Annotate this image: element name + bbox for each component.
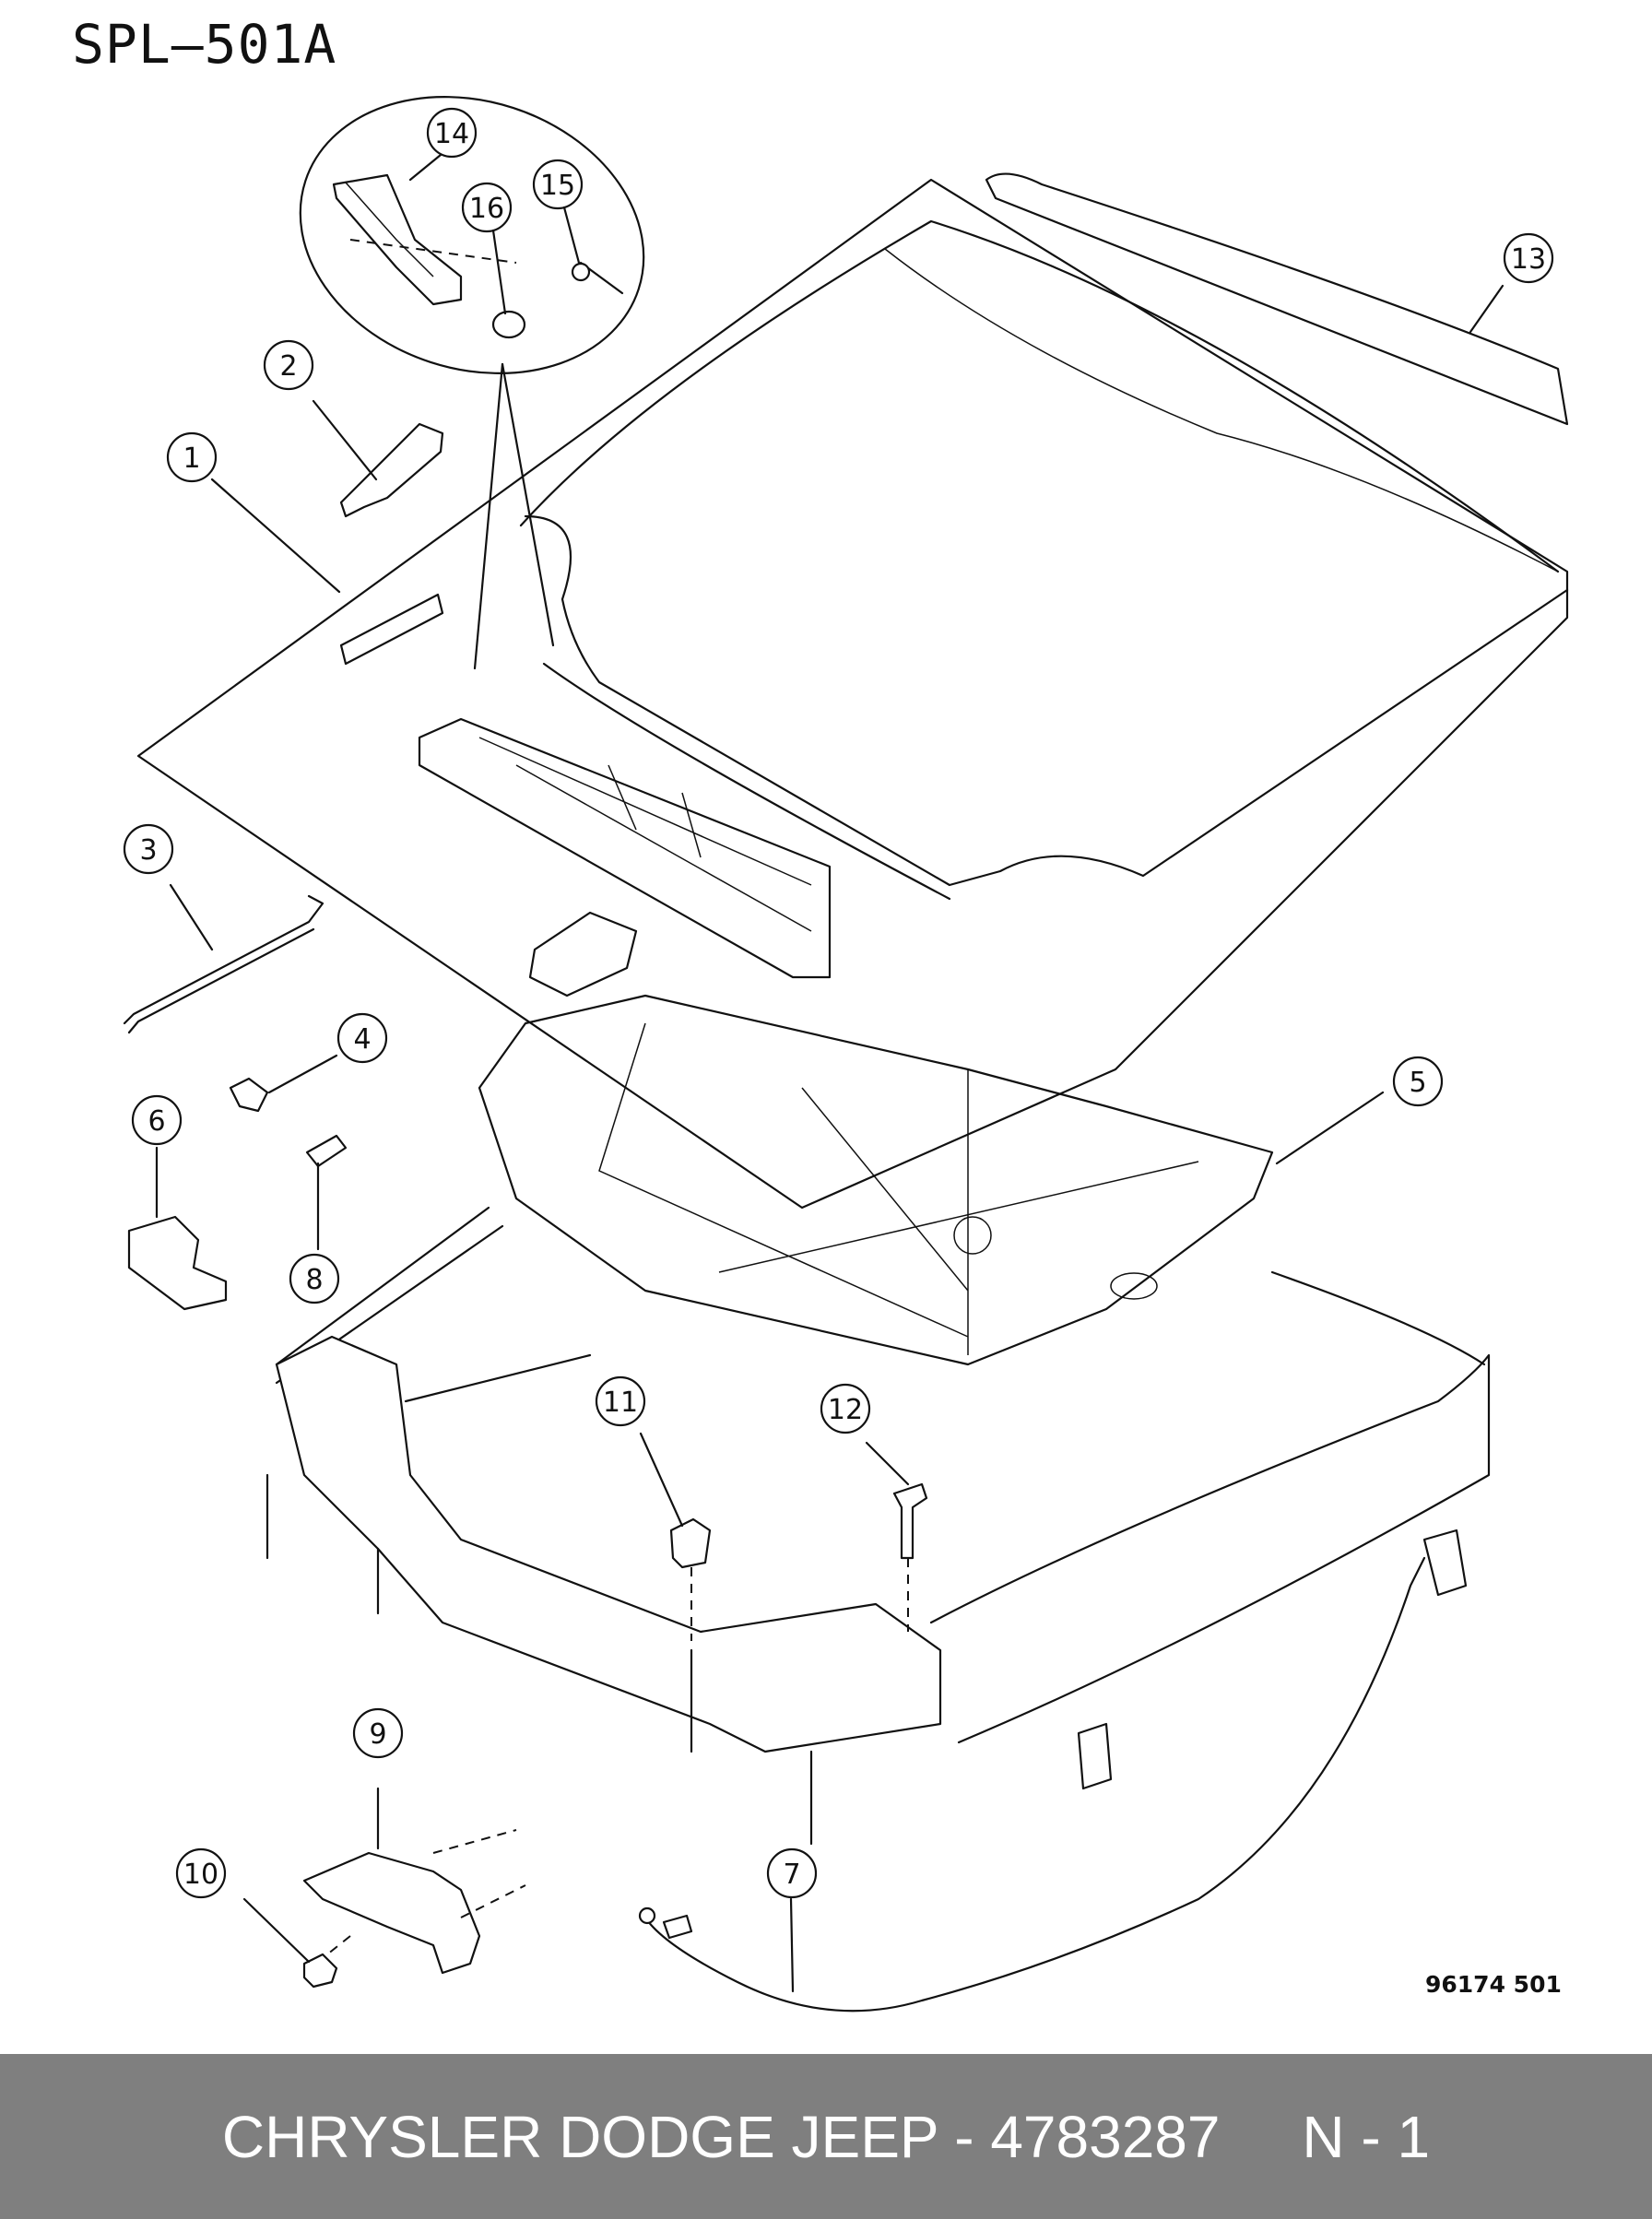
- svg-text:11: 11: [603, 1387, 638, 1419]
- pad-6: [127, 1146, 228, 1311]
- svg-text:6: 6: [148, 1105, 165, 1138]
- hood-panel: [136, 178, 1569, 1210]
- svg-text:5: 5: [1409, 1067, 1426, 1099]
- bumper-4: [229, 1054, 338, 1113]
- svg-text:10: 10: [183, 1859, 218, 1891]
- weatherstrip: [985, 172, 1569, 426]
- callout-7: 7: [766, 1847, 818, 1899]
- svg-text:13: 13: [1511, 243, 1546, 276]
- svg-text:3: 3: [139, 834, 157, 867]
- svg-text:1: 1: [183, 443, 200, 475]
- svg-text:2: 2: [279, 350, 297, 383]
- front-end-structure: [266, 1206, 1491, 1846]
- svg-text:14: 14: [434, 118, 469, 150]
- footer-caption: CHRYSLER DODGE JEEP - 4783287 N - 1: [221, 2103, 1431, 2170]
- callout-15: 15: [532, 159, 584, 210]
- callout-6: 6: [131, 1094, 183, 1146]
- svg-text:16: 16: [469, 193, 504, 225]
- prop-rod: [123, 883, 324, 1034]
- callout-2: 2: [263, 339, 314, 391]
- svg-text:7: 7: [783, 1859, 800, 1891]
- callout-16: 16: [461, 182, 513, 233]
- svg-text:8: 8: [305, 1264, 323, 1296]
- leader-1: [210, 478, 341, 594]
- callout-8: 8: [289, 1253, 340, 1304]
- callout-11: 11: [595, 1375, 646, 1427]
- footer-bar: CHRYSLER DODGE JEEP - 4783287 N - 1: [0, 2054, 1652, 2219]
- hood-latch: [242, 1787, 526, 1989]
- svg-text:4: 4: [353, 1023, 371, 1056]
- release-cable: [638, 1556, 1426, 2012]
- callout-5: 5: [1392, 1056, 1444, 1107]
- callout-4: 4: [336, 1012, 388, 1064]
- callout-14: 14: [426, 107, 478, 159]
- hood-hinge: [312, 399, 444, 518]
- callout-3: 3: [123, 823, 174, 875]
- bumper-11: [639, 1432, 712, 1641]
- detail-oval: [299, 96, 645, 374]
- callout-9: 9: [352, 1707, 404, 1759]
- callout-10: 10: [175, 1847, 227, 1899]
- screw-12: [865, 1441, 928, 1632]
- hood-parts-diagram: 1 2 3 4 5 6 7 8 9 10 11 12 13 14 15 16: [123, 96, 1569, 2012]
- diagram-title: SPL–501A: [72, 13, 337, 76]
- callout-circles: 1 2 3 4 5 6 7 8 9 10 11 12 13 14 15 16: [123, 107, 1554, 1899]
- drawing-number: 96174 501: [1425, 1971, 1562, 1998]
- hood-insulator: [478, 994, 1385, 1366]
- callout-13: 13: [1503, 232, 1554, 284]
- callout-12: 12: [820, 1383, 871, 1434]
- svg-text:12: 12: [828, 1394, 863, 1426]
- callout-1: 1: [166, 431, 218, 483]
- detail-leader: [473, 362, 504, 670]
- svg-text:9: 9: [369, 1718, 386, 1751]
- svg-text:15: 15: [540, 170, 575, 202]
- plug-8: [305, 1134, 348, 1251]
